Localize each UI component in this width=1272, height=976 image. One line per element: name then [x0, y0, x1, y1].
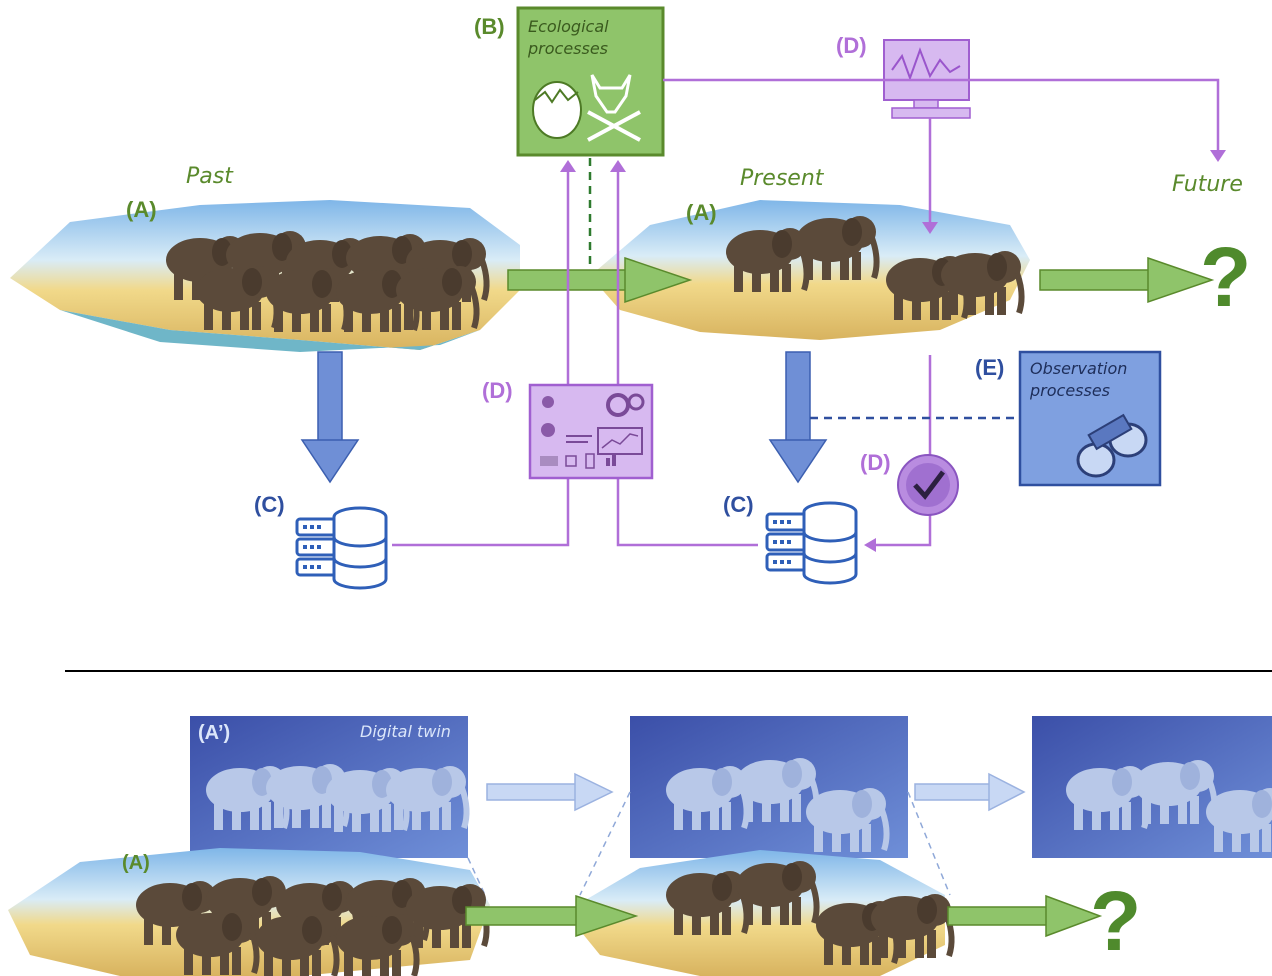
checkmark-icon: [897, 454, 959, 516]
observation-processes-box: [1018, 350, 1162, 487]
monitor-chart-icon: [883, 39, 971, 119]
binoculars-icon: [1076, 413, 1148, 478]
label-b: (B): [474, 14, 505, 39]
future-question-mark: ?: [1200, 230, 1251, 324]
database-icon-past: [295, 506, 388, 590]
future-label: Future: [1172, 172, 1243, 197]
hatching-egg-icon: [532, 81, 582, 139]
present-herd-image: [590, 200, 1030, 340]
label-c-present: (C): [723, 492, 754, 517]
past-label: Past: [186, 164, 233, 189]
digital-twin-label: Digital twin: [360, 722, 451, 741]
label-d-dashboard: (D): [482, 378, 513, 403]
database-icon-present: [765, 501, 858, 585]
future-question-mark-bottom: ?: [1090, 874, 1141, 968]
green-arrow-present-future: [1039, 256, 1215, 304]
observation-processes-label: Observation processes: [1030, 359, 1128, 400]
label-e: (E): [975, 355, 1005, 380]
digital-twin-future-panel: [1032, 716, 1272, 858]
label-a-bottom: (A): [122, 852, 150, 874]
twin-arrow-1: [486, 772, 614, 812]
twin-arrow-2: [914, 772, 1026, 812]
label-a-prime: (A’): [198, 722, 231, 744]
green-arrow-bottom-1: [465, 894, 639, 938]
present-label: Present: [740, 166, 824, 191]
label-a-present: (A): [686, 200, 717, 225]
skull-crossbones-icon: [587, 74, 641, 142]
label-c-past: (C): [254, 492, 285, 517]
label-d-monitor: (D): [836, 33, 867, 58]
digital-twin-present-panel: [630, 716, 908, 858]
label-d-check: (D): [860, 450, 891, 475]
digital-twin-past-panel: [190, 716, 468, 858]
past-herd-image: [10, 200, 520, 352]
present-herd-image-bottom: [565, 850, 952, 976]
blue-arrow-present-data: [768, 351, 828, 484]
past-herd-image-bottom: [8, 848, 490, 976]
ecological-processes-box: [516, 6, 665, 157]
blue-arrow-past-data: [300, 351, 360, 484]
green-arrow-bottom-2: [947, 894, 1103, 938]
label-a-past: (A): [126, 197, 157, 222]
ecological-processes-label: Ecological processes: [528, 17, 609, 58]
dashboard-icon: [528, 383, 654, 480]
